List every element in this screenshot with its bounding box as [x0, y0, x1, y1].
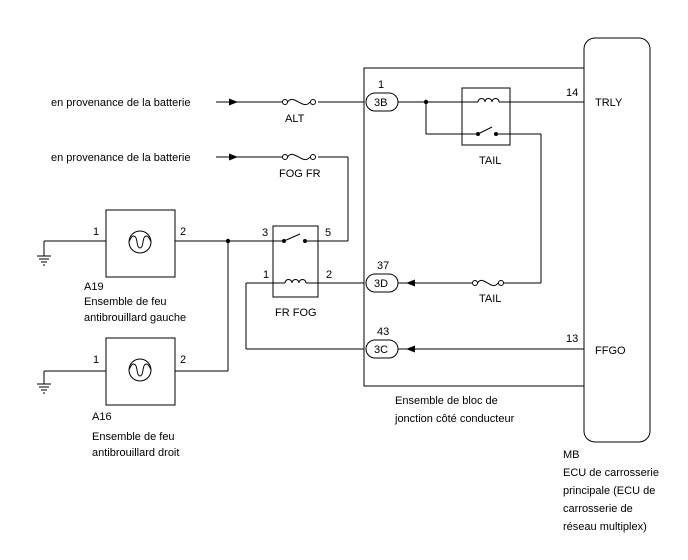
- battery-source-label: en provenance de la batterie: [51, 97, 190, 109]
- ecu-trly-pin: 14: [566, 87, 578, 99]
- fr-fog-pin3: 3: [262, 227, 268, 239]
- bulb-icon: [128, 230, 152, 254]
- lamp-a16-name: Ensemble de feu: [92, 431, 175, 443]
- lamp-a19-name: antibrouillard gauche: [84, 312, 186, 324]
- fr-fog-pin2: 2: [326, 269, 332, 281]
- connector-3d: 3D 37: [365, 260, 399, 293]
- fr-fog-pin1: 1: [263, 269, 269, 281]
- bulb-icon: [128, 358, 152, 382]
- fuse-alt: ALT: [282, 98, 316, 125]
- ecu-trly-label: TRLY: [595, 97, 623, 109]
- ecu-label: carrosserie de: [563, 503, 633, 515]
- ecu-code: MB: [563, 449, 580, 461]
- ecu-ffgo-label: FFGO: [595, 345, 626, 357]
- lamp-a16-pin1: 1: [93, 354, 99, 366]
- tail-relay-label: TAIL: [479, 155, 501, 167]
- fr-fog-relay: 3 5 1 2 FR FOG: [262, 225, 332, 319]
- fuse-tail: TAIL: [472, 279, 504, 305]
- fuse-fog-fr: FOG FR: [279, 153, 321, 180]
- arrow-icon: [229, 153, 238, 161]
- lamp-a19: 1 2 A19 Ensemble de feu antibrouillard g…: [84, 209, 186, 324]
- junction-block-label: jonction côté conducteur: [394, 413, 515, 425]
- lamp-a19-pin2: 2: [180, 226, 186, 238]
- lamp-a16-name: antibrouillard droit: [92, 447, 179, 459]
- ecu-label: principale (ECU de: [563, 485, 655, 497]
- connector-3c: 3C 43: [365, 326, 399, 359]
- ecu-label: réseau multiplex): [563, 521, 647, 533]
- connector-3b-name: 3B: [374, 97, 387, 109]
- lamp-a16: 1 2 A16 Ensemble de feu antibrouillard d…: [92, 337, 186, 459]
- connector-3b-pin: 1: [378, 79, 384, 91]
- ecu-label: ECU de carrosserie: [563, 467, 659, 479]
- junction-dot-3b: [423, 99, 429, 105]
- ground-icon: [37, 383, 51, 394]
- fuse-tail-label: TAIL: [479, 293, 501, 305]
- wires: [43, 101, 584, 384]
- lamp-a16-code: A16: [92, 411, 112, 423]
- arrow-icon: [229, 98, 238, 106]
- junction-block-label: Ensemble de bloc de: [395, 395, 498, 407]
- fuse-alt-label: ALT: [285, 113, 305, 125]
- connector-3c-name: 3C: [374, 344, 388, 356]
- lamp-a19-pin1: 1: [93, 226, 99, 238]
- fr-fog-relay-label: FR FOG: [275, 307, 317, 319]
- battery-source-label: en provenance de la batterie: [51, 152, 190, 164]
- fuse-fog-fr-label: FOG FR: [279, 168, 321, 180]
- tail-relay: TAIL: [461, 87, 511, 167]
- connector-3d-name: 3D: [374, 278, 388, 290]
- connector-3c-pin: 43: [377, 326, 389, 338]
- ground-icon: [37, 255, 51, 266]
- lamp-a19-name: Ensemble de feu: [84, 296, 167, 308]
- arrow-icon: [406, 345, 415, 353]
- connector-3d-pin: 37: [377, 260, 389, 272]
- junction-dot-lamp-bus: [225, 238, 231, 244]
- ecu-outline: [583, 37, 651, 443]
- connector-3b: 3B 1: [365, 79, 399, 112]
- arrow-icon: [406, 279, 415, 287]
- fr-fog-pin5: 5: [325, 227, 331, 239]
- lamp-a19-code: A19: [84, 281, 104, 293]
- lamp-a16-pin2: 2: [180, 354, 186, 366]
- ecu-ffgo-pin: 13: [566, 333, 578, 345]
